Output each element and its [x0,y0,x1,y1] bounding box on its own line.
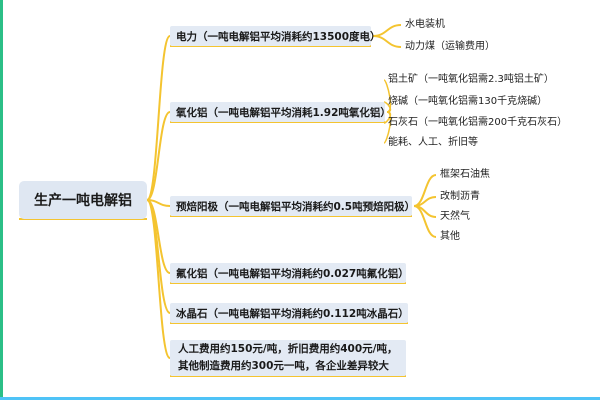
leaf-natural-gas[interactable]: 天然气 [440,211,470,222]
branch-cryolite[interactable]: 冰晶石（一吨电解铝平均消耗约0.112吨冰晶石） [170,303,409,323]
root-connector-0 [146,35,171,201]
bottom-accent-bar [0,397,600,400]
left-accent-bar [0,0,3,400]
leaf-energy-labor-depreciation[interactable]: 能耗、人工、折旧等 [388,137,478,148]
leaf-petroleum-coke[interactable]: 框架石油焦 [440,169,490,180]
leaf-hydropower[interactable]: 水电装机 [405,19,445,30]
leaf-connector-1-3 [383,111,392,144]
root-node[interactable]: 生产一吨电解铝 [19,181,147,219]
leaf-connector-0-1 [372,35,402,48]
branch-aluminum-fluoride[interactable]: 氟化铝（一吨电解铝平均消耗约0.027吨氟化铝） [170,263,409,283]
leaf-thermal-coal[interactable]: 动力煤（运输费用） [405,41,495,52]
leaf-connector-2-1 [413,196,437,207]
leaf-limestone[interactable]: 石灰石（一吨氧化铝需200千克石灰石） [388,117,568,128]
root-connector-5 [146,199,171,359]
branch-electricity[interactable]: 电力（一吨电解铝平均消耗约13500度电） [170,26,381,46]
leaf-connector-2-3 [413,205,437,238]
leaf-other[interactable]: 其他 [440,231,460,242]
root-connector-4 [146,199,171,314]
leaf-modified-pitch[interactable]: 改制沥青 [440,191,480,202]
leaf-caustic-soda[interactable]: 烧碱（一吨氧化铝需130千克烧碱） [388,96,548,107]
root-connector-1 [146,111,171,201]
branch-alumina[interactable]: 氧化铝（一吨电解铝平均消耗1.92吨氧化铝） [170,102,391,122]
branch-prebaked-anode[interactable]: 预焙阳极（一吨电解铝平均消耗约0.5吨预焙阳极） [170,196,415,216]
leaf-bauxite[interactable]: 铝土矿（一吨氧化铝需2.3吨铝土矿） [388,74,554,85]
branch-other-costs[interactable]: 人工费用约150元/吨，折旧费用约400元/吨，其他制造费用约300元一吨，各企… [170,340,406,376]
